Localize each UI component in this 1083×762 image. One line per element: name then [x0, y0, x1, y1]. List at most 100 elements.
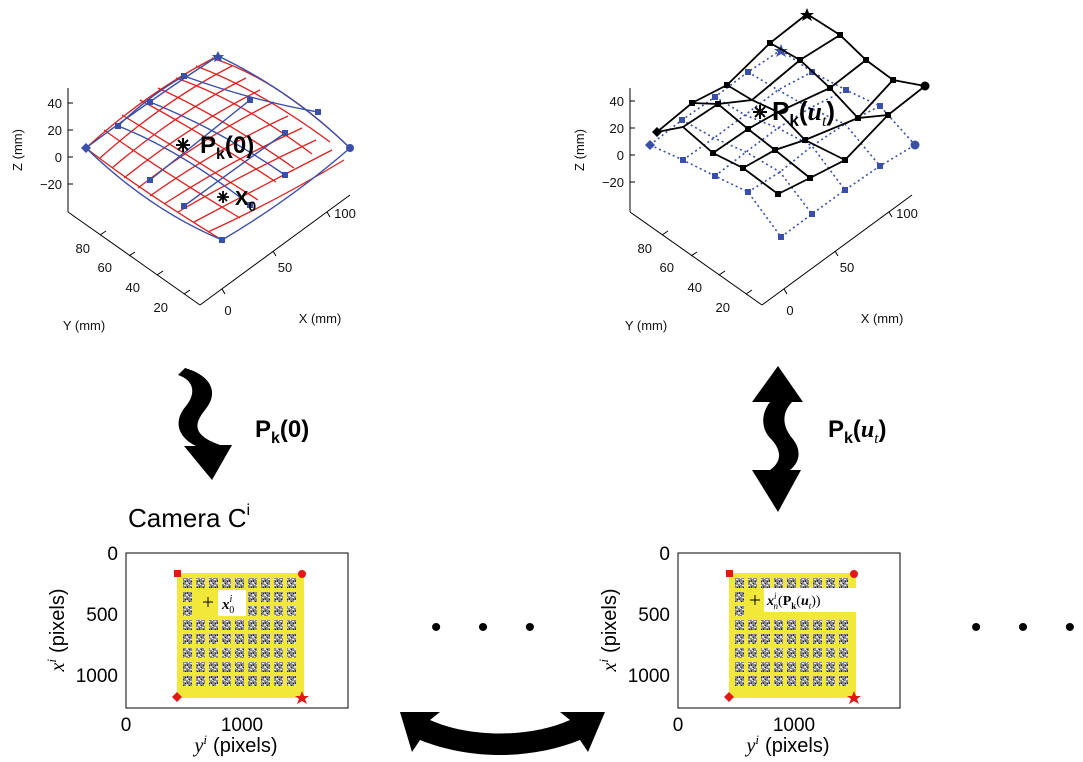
svg-text:xin(Pk(ut)): xin(Pk(ut))	[766, 591, 821, 611]
x-axis-var: y	[193, 735, 204, 757]
speckle-grid	[735, 578, 848, 686]
annotation-box	[218, 590, 246, 616]
y-axis-sup: i	[44, 659, 59, 663]
svg-text:xi0: xi0	[221, 594, 234, 616]
top-right-3d-plot: 40 20 0 −20 Z (mm) 80 60 40 20 Y (mm) 0 …	[572, 8, 930, 333]
annot-close: ))	[811, 594, 821, 609]
pk-ut-label: P	[772, 96, 789, 126]
double-arrow-right: Pk(ut)	[752, 366, 886, 512]
original-control-net	[649, 49, 916, 238]
deformed-control-net	[656, 13, 926, 195]
y-axis-sup: i	[596, 659, 611, 663]
annot-xn-var: x	[766, 594, 774, 609]
x-axis-unit: (pixels)	[765, 735, 829, 757]
z-tick-label: −20	[40, 177, 62, 192]
annot-x0-var: x	[221, 597, 230, 613]
x-ticks: 0 50 100	[783, 206, 918, 318]
right-arrow-close: )	[878, 416, 886, 443]
y-tick-label: 80	[638, 241, 652, 256]
top-left-3d-plot: 40 20 0 −20 Z (mm) 80 60 40 20 Y (mm) 0 …	[10, 51, 356, 333]
y-axis-label: xi(pixels)	[44, 589, 69, 673]
y-tick-label: 60	[660, 260, 674, 275]
z-tick-label: −20	[602, 175, 624, 190]
x-axis-line	[761, 194, 913, 306]
annot-x0-sup: i	[230, 594, 233, 605]
x-axis-sup: i	[755, 732, 759, 747]
annotation-box	[764, 588, 862, 612]
z-tick-label: 0	[617, 148, 624, 163]
pk-ut-var: u	[807, 97, 821, 126]
right-arrow-sub: k	[844, 430, 853, 447]
x-tick-label: 0	[673, 715, 684, 736]
right-arrow-var: u	[861, 417, 874, 443]
x-tick-label: 100	[896, 206, 918, 221]
right-arrow-open: (	[853, 416, 861, 443]
pk0-arg: (0)	[225, 132, 254, 159]
y-axis-unit: (pixels)	[47, 589, 69, 653]
z-tick-label: 20	[48, 123, 62, 138]
y-axis-line	[629, 211, 763, 306]
down-arrow-left: Pk(0)	[178, 368, 309, 480]
x-axis-label: X (mm)	[861, 311, 904, 326]
svg-text:Pk(0): Pk(0)	[255, 416, 309, 447]
corner-markers	[172, 570, 309, 704]
x-tick-label: 0	[786, 303, 793, 318]
x-tick-label: 50	[840, 260, 854, 275]
y-tick-label: 0	[107, 544, 118, 565]
annot-u: u	[801, 594, 809, 609]
svg-text:Pk(ut): Pk(ut)	[828, 416, 886, 447]
x-axis-line	[199, 194, 351, 306]
y-tick-label: 500	[86, 605, 118, 626]
y-axis-label: Y (mm)	[625, 318, 667, 333]
y-tick-label: 500	[638, 605, 670, 626]
pk-ut-open: (	[799, 96, 808, 126]
pk0-label: P	[200, 132, 216, 159]
x0-point: X0	[217, 188, 256, 214]
y-tick-label: 20	[154, 300, 168, 315]
annot-P: P	[783, 594, 792, 609]
x-tick-label: 0	[224, 303, 231, 318]
pk-ut-close: )	[826, 96, 835, 126]
svg-text:Camera Ci: Camera Ci	[128, 502, 250, 533]
x-tick-label: 50	[278, 260, 292, 275]
left-arrow-arg: (0)	[280, 416, 309, 443]
x-axis-label: yi(pixels)	[193, 732, 278, 757]
curved-double-arrow-bottom	[400, 712, 605, 755]
corner-markers	[724, 570, 861, 704]
z-tick-label: 20	[610, 121, 624, 136]
y-ticks: 80 60 40 20	[76, 230, 191, 315]
ellipsis-right: • • •	[971, 611, 1083, 644]
annot-xn-sub: n	[774, 601, 779, 611]
y-tick-label: 80	[76, 241, 90, 256]
camera-label: Camera C	[128, 503, 246, 533]
x-ticks: 0 50 100	[221, 206, 356, 318]
x-axis-label: X (mm)	[299, 311, 342, 326]
y-axis-var: x	[599, 662, 621, 672]
original-control-points	[645, 44, 920, 240]
y-axis-line	[67, 211, 201, 306]
y-axis-label: Y (mm)	[63, 318, 105, 333]
x0-cross-marker	[203, 597, 213, 607]
right-arrow-label: P	[828, 416, 844, 443]
annot-xn-sup: i	[774, 591, 777, 601]
y-axis-label: xi(pixels)	[596, 589, 621, 673]
x-tick-label: 0	[121, 715, 132, 736]
camera-label-sup: i	[246, 502, 250, 519]
pk0-point: Pk(0)	[176, 132, 254, 163]
z-tick-label: 0	[55, 150, 62, 165]
speckle-grid	[183, 578, 296, 686]
annot-usub: t	[809, 601, 812, 611]
svg-text:Pk(ut): Pk(ut)	[772, 96, 835, 130]
z-axis-label: Z (mm)	[572, 129, 587, 171]
y-tick-label: 40	[688, 280, 702, 295]
deformed-control-points	[652, 8, 930, 197]
ellipsis-middle: • • •	[431, 611, 549, 644]
left-arrow-sub: k	[271, 430, 280, 447]
control-point-markers	[81, 51, 354, 243]
blue-control-mesh	[85, 55, 351, 241]
pk-ut-point: Pk(ut)	[753, 96, 835, 130]
y-tick-label: 60	[98, 260, 112, 275]
annot-open: (	[778, 594, 783, 609]
